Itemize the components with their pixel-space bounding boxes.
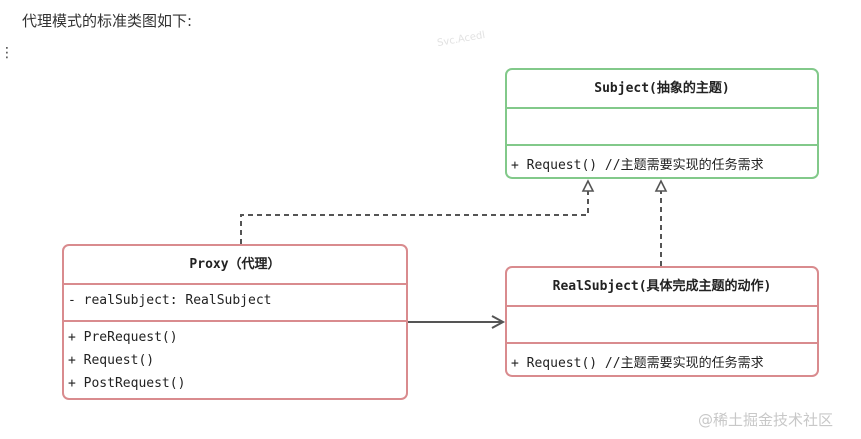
- subject-attributes-section: [507, 107, 817, 144]
- realsubject-attributes-section: [507, 305, 817, 342]
- proxy-to-subject-arrowhead: [581, 179, 595, 192]
- realsubject-to-subject-arrowhead: [654, 179, 668, 192]
- proxy-operation: + Request(): [68, 353, 155, 368]
- proxy-to-subject-realization-line: [240, 190, 589, 244]
- realsubject-class-box[interactable]: RealSubject(具体完成主题的动作) + Request() //主题需…: [505, 266, 819, 377]
- realsubject-name-section: RealSubject(具体完成主题的动作): [507, 268, 817, 305]
- subject-operation: + Request() //主题需要实现的任务需求: [511, 158, 764, 173]
- subject-operations-section: + Request() //主题需要实现的任务需求: [507, 144, 817, 177]
- proxy-attribute: - realSubject: RealSubject: [68, 293, 272, 308]
- realsubject-class-name: RealSubject(具体完成主题的动作): [552, 279, 772, 294]
- subject-class-box[interactable]: Subject(抽象的主题) + Request() //主题需要实现的任务需求: [505, 68, 819, 179]
- proxy-class-box[interactable]: Proxy（代理） - realSubject: RealSubject + P…: [62, 244, 408, 400]
- subject-name-section: Subject(抽象的主题): [507, 70, 817, 107]
- proxy-to-realsubject-arrowhead: [491, 315, 506, 329]
- subject-class-name: Subject(抽象的主题): [594, 81, 730, 96]
- proxy-operation: + PostRequest(): [68, 376, 186, 391]
- realsubject-operations-section: + Request() //主题需要实现的任务需求: [507, 342, 817, 375]
- page-heading: 代理模式的标准类图如下:: [22, 12, 193, 30]
- realsubject-operation: + Request() //主题需要实现的任务需求: [511, 356, 764, 371]
- proxy-name-section: Proxy（代理）: [64, 246, 406, 283]
- watermark: @稀土掘金技术社区: [698, 411, 834, 429]
- proxy-attributes-section: - realSubject: RealSubject: [64, 283, 406, 320]
- proxy-operation: + PreRequest(): [68, 330, 178, 345]
- proxy-class-name: Proxy（代理）: [189, 257, 281, 272]
- proxy-operations-section: + PreRequest() + Request() + PostRequest…: [64, 320, 406, 398]
